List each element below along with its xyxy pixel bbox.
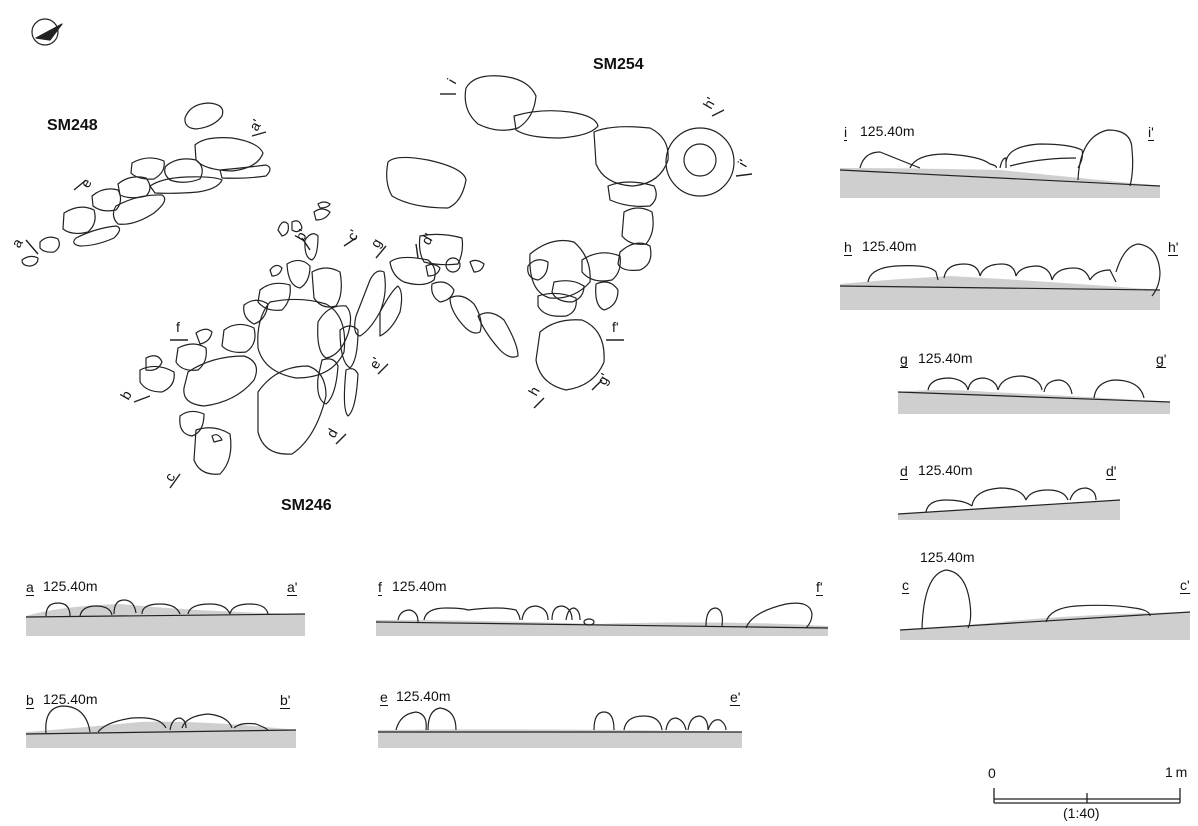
section-d-start: d xyxy=(900,463,908,480)
plan-label-f-prime: f' xyxy=(612,319,619,335)
section-e-profile xyxy=(378,707,742,748)
feature-label-sm248: SM248 xyxy=(47,117,98,134)
section-i-end: i' xyxy=(1148,124,1154,141)
sm246-stones xyxy=(139,201,359,475)
section-d-profile xyxy=(897,487,1121,520)
section-i-elevation: 125.40m xyxy=(860,123,915,139)
section-g-elevation: 125.40m xyxy=(918,350,973,366)
section-f-profile xyxy=(375,602,829,636)
feature-label-sm246: SM246 xyxy=(281,497,332,514)
section-h-end: h' xyxy=(1168,239,1179,256)
plan-label-f: f xyxy=(176,319,180,335)
section-g-end: g' xyxy=(1156,351,1167,368)
sm254-stones xyxy=(464,75,735,391)
section-h-elevation: 125.40m xyxy=(862,238,917,254)
section-g-start: g xyxy=(900,351,908,368)
section-b-start: b xyxy=(26,692,34,709)
section-a-end: a' xyxy=(287,579,298,596)
north-arrow-icon xyxy=(31,18,63,46)
feature-label-sm254: SM254 xyxy=(593,56,644,73)
section-f-end: f' xyxy=(816,579,823,596)
section-d-elevation: 125.40m xyxy=(918,462,973,478)
section-h-start: h xyxy=(844,239,852,256)
section-c-end: c' xyxy=(1180,577,1190,594)
section-a-profile xyxy=(25,599,306,636)
section-a-elevation: 125.40m xyxy=(43,578,98,594)
section-c-profile xyxy=(899,569,1191,640)
section-markers xyxy=(25,93,753,489)
section-e-end: e' xyxy=(730,689,741,706)
sm248-stones xyxy=(21,102,271,267)
section-c-elevation: 125.40m xyxy=(920,549,975,565)
section-b-profile xyxy=(25,705,297,748)
center-stones xyxy=(354,156,519,358)
section-f-elevation: 125.40m xyxy=(392,578,447,594)
section-e-elevation: 125.40m xyxy=(396,688,451,704)
section-i-start: i xyxy=(844,124,848,141)
section-d-end: d' xyxy=(1106,463,1117,480)
scale-ratio-label: (1:40) xyxy=(1063,805,1100,821)
section-b-elevation: 125.40m xyxy=(43,691,98,707)
section-a-start: a xyxy=(26,579,34,596)
section-i-profile xyxy=(839,129,1161,198)
scale-bar xyxy=(993,788,1181,804)
section-e-start: e xyxy=(380,689,388,706)
scale-end-label: 1 m xyxy=(1165,764,1188,780)
section-b-end: b' xyxy=(280,692,291,709)
scale-zero-label: 0 xyxy=(988,765,996,781)
section-c-start: c xyxy=(902,577,909,594)
section-h-profile xyxy=(839,243,1161,310)
section-g-profile xyxy=(897,375,1171,414)
section-f-start: f xyxy=(378,579,382,596)
